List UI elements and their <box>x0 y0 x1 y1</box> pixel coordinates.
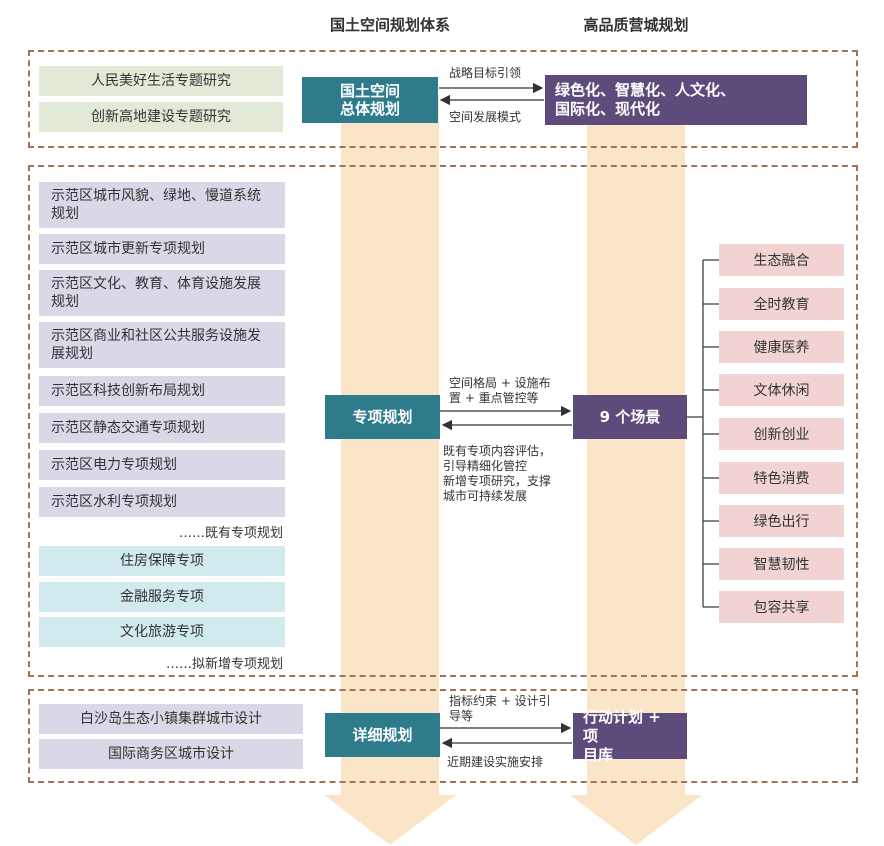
s2-new-caption: ……拟新增专项规划 <box>165 657 283 672</box>
s2-existing-4: 示范区商业和社区公共服务设施发展规划 <box>39 322 285 368</box>
s2-center-box: 专项规划 <box>325 395 440 439</box>
left-flow-arrow-head <box>324 795 456 845</box>
left-flow-arrow-shaft <box>341 95 439 795</box>
scene-8: 智慧韧性 <box>719 548 844 580</box>
scene-3: 健康医养 <box>719 331 844 363</box>
s2-existing-8: 示范区水利专项规划 <box>39 487 285 517</box>
s3-arrow-bottom-label: 近期建设实施安排 <box>447 755 544 769</box>
s1-item-1: 人民美好生活专题研究 <box>39 66 283 96</box>
s3-item-1: 白沙岛生态小镇集群城市设计 <box>39 704 303 734</box>
s3-center-box: 详细规划 <box>325 713 440 757</box>
s2-arrow-top-label: 空间格局 + 设施布 置 + 重点管控等 <box>449 376 551 405</box>
s1-arrow-bottom-label: 空间发展模式 <box>449 110 522 124</box>
s2-arrow-bottom-label: 既有专项内容评估， 引导精细化管控 新增专项研究，支撑 城市可持续发展 <box>443 444 552 503</box>
s3-right-label: 行动计划 + 项 目库 <box>583 707 661 764</box>
scene-4: 文体休闲 <box>719 374 844 406</box>
scene-1: 生态融合 <box>719 244 844 276</box>
s2-existing-1: 示范区城市风貌、绿地、慢道系统规划 <box>39 182 285 228</box>
s2-existing-3: 示范区文化、教育、体育设施发展规划 <box>39 270 285 316</box>
s1-center-label: 国土空间 总体规划 <box>339 82 400 118</box>
header-right: 高品质营城规划 <box>583 16 689 34</box>
s3-item-2: 国际商务区城市设计 <box>39 739 303 769</box>
right-flow-arrow-shaft <box>587 95 685 795</box>
s2-existing-7: 示范区电力专项规划 <box>39 450 285 480</box>
header-left: 国土空间规划体系 <box>329 16 450 34</box>
s2-existing-5: 示范区科技创新布局规划 <box>39 376 285 406</box>
section3-frame <box>28 689 858 783</box>
scene-7: 绿色出行 <box>719 505 844 537</box>
s1-arrow-top-label: 战略目标引领 <box>449 66 522 80</box>
section1-frame <box>28 50 858 148</box>
s2-new-1: 住房保障专项 <box>39 546 285 576</box>
s2-new-3: 文化旅游专项 <box>39 617 285 647</box>
right-flow-arrow-head <box>570 795 702 845</box>
scene-5: 创新创业 <box>719 418 844 450</box>
s2-existing-caption: ……既有专项规划 <box>178 526 283 541</box>
s2-right-label: 9 个场景 <box>599 407 661 426</box>
s2-existing-6: 示范区静态交通专项规划 <box>39 413 285 443</box>
s2-existing-2: 示范区城市更新专项规划 <box>39 234 285 264</box>
scene-9: 包容共享 <box>719 591 844 623</box>
s2-new-2: 金融服务专项 <box>39 582 285 612</box>
s2-center-label: 专项规划 <box>352 408 413 426</box>
s1-center-box: 国土空间 总体规划 <box>302 77 438 123</box>
section2-frame <box>28 165 858 677</box>
scene-6: 特色消费 <box>719 462 844 494</box>
s3-arrow-top-label: 指标约束 + 设计引 导等 <box>449 694 551 723</box>
s3-center-label: 详细规划 <box>352 726 413 744</box>
s1-right-box: 绿色化、智慧化、人文化、 国际化、现代化 <box>545 75 807 125</box>
scene-2: 全时教育 <box>719 288 844 320</box>
s1-item-2: 创新高地建设专题研究 <box>39 102 283 132</box>
s3-right-box: 行动计划 + 项 目库 <box>573 708 687 764</box>
s1-right-label: 绿色化、智慧化、人文化、 国际化、现代化 <box>555 81 736 118</box>
s2-right-box: 9 个场景 <box>573 395 687 439</box>
